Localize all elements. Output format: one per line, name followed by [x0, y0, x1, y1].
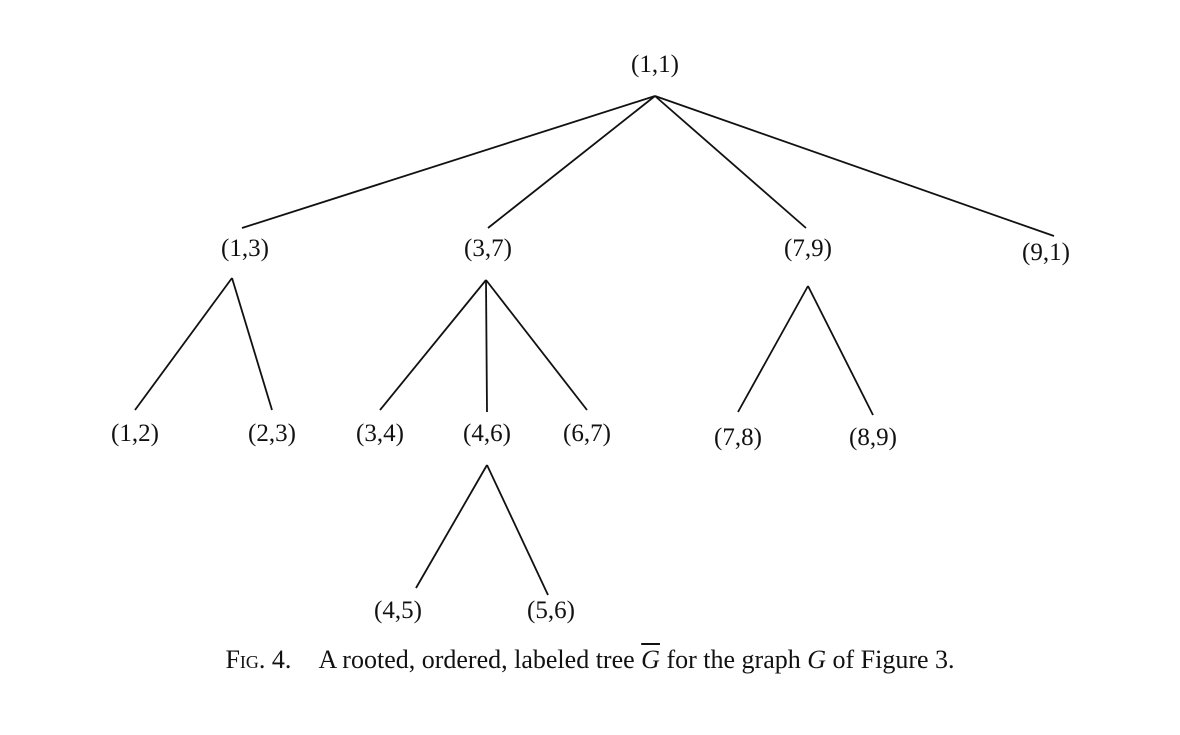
node-label-n12: (1,2) — [111, 420, 159, 447]
caption-text-1: A rooted, ordered, labeled tree — [318, 645, 635, 674]
node-label-root: (1,1) — [631, 51, 679, 78]
node-label-n46: (4,6) — [463, 420, 511, 447]
edge-n37-n34 — [379, 279, 487, 411]
node-label-n56: (5,6) — [527, 597, 575, 624]
node-label-n13: (1,3) — [221, 235, 269, 262]
node-label-n79: (7,9) — [784, 235, 832, 262]
edge-root-n79 — [654, 95, 807, 229]
edge-root-n13 — [241, 95, 656, 229]
edge-root-n37 — [487, 95, 656, 229]
edge-n13-n23 — [231, 277, 273, 411]
node-label-n23: (2,3) — [248, 420, 296, 447]
figure-caption: Fig. 4. A rooted, ordered, labeled tree … — [0, 640, 1180, 680]
node-label-n45: (4,5) — [374, 597, 422, 624]
labels-layer: (1,1) (1,3) (3,7) (7,9) (9,1) (1,2) (2,3) (3,4)… — [111, 51, 1070, 624]
caption-text-3: of Figure 3. — [832, 645, 955, 674]
caption-text-2: for the graph — [666, 645, 801, 674]
edge-n46-n45 — [415, 464, 488, 589]
tree-symbol: G — [641, 645, 660, 674]
node-label-n34: (3,4) — [356, 420, 404, 447]
edge-n13-n12 — [134, 277, 233, 411]
edge-n79-n78 — [737, 285, 809, 413]
edge-n46-n56 — [486, 464, 549, 596]
edge-n79-n89 — [807, 285, 874, 416]
edge-root-n91 — [654, 95, 1055, 237]
graph-symbol: G — [807, 645, 827, 674]
figure-number: Fig. 4. — [225, 645, 292, 674]
edge-n37-n46 — [485, 279, 488, 413]
edge-n37-n67 — [485, 279, 588, 411]
edges-layer — [134, 95, 1055, 596]
node-label-n89: (8,9) — [849, 424, 897, 451]
node-label-n37: (3,7) — [464, 235, 512, 262]
node-label-n67: (6,7) — [563, 420, 611, 447]
node-label-n78: (7,8) — [714, 424, 762, 451]
node-label-n91: (9,1) — [1022, 239, 1070, 266]
tree-diagram: (1,1) (1,3) (3,7) (7,9) (9,1) (1,2) (2,3) (3,4)… — [111, 51, 1070, 624]
